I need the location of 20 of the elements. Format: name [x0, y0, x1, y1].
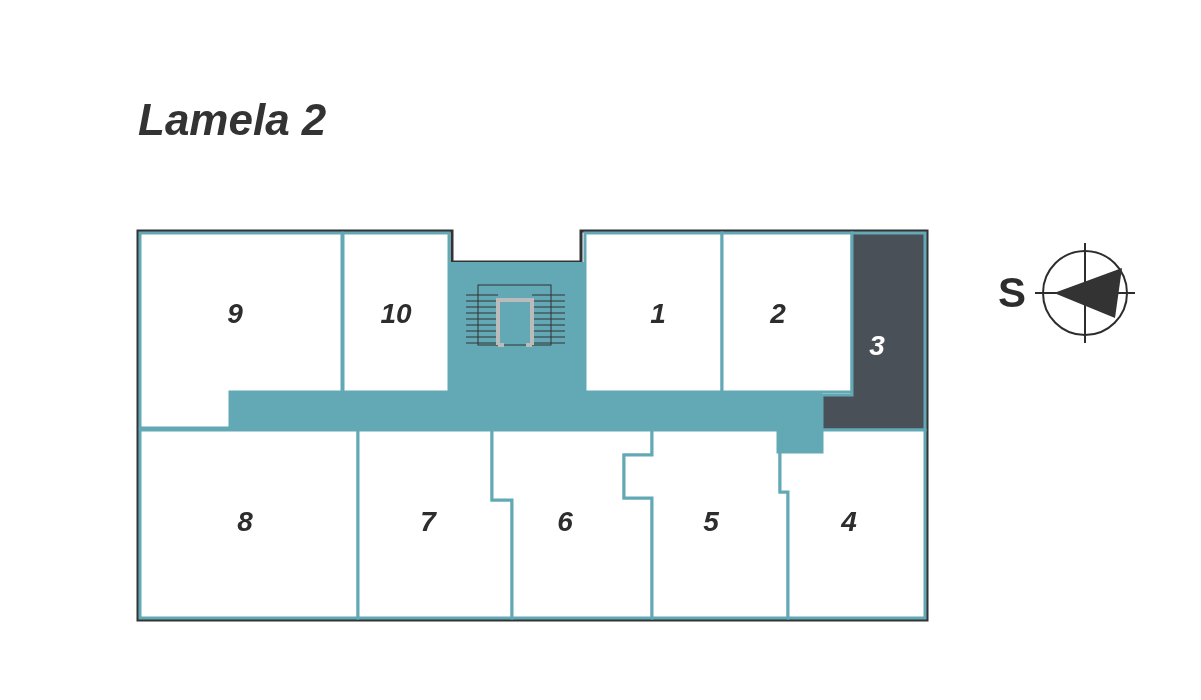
apartment-unit — [341, 231, 451, 394]
apartment-unit — [778, 428, 927, 620]
plan-title: Lamela 2 — [138, 98, 327, 142]
unit-number: 2 — [770, 300, 786, 328]
apartment-unit — [138, 428, 360, 620]
unit-number: 9 — [227, 300, 243, 328]
unit-number: 5 — [703, 508, 719, 536]
apartment-unit — [622, 428, 790, 620]
apartment-unit — [583, 231, 724, 394]
compass-letter: S — [998, 272, 1026, 314]
apartment-unit — [138, 231, 344, 430]
unit-number: 10 — [380, 300, 412, 328]
unit-number: 8 — [237, 508, 253, 536]
apartment-unit — [720, 231, 854, 394]
unit-number: 4 — [841, 508, 857, 536]
apartment-unit — [820, 231, 927, 432]
unit-number: 3 — [869, 332, 885, 360]
apartment-unit — [356, 428, 514, 620]
unit-number: 7 — [420, 508, 436, 536]
unit-number: 1 — [650, 300, 666, 328]
